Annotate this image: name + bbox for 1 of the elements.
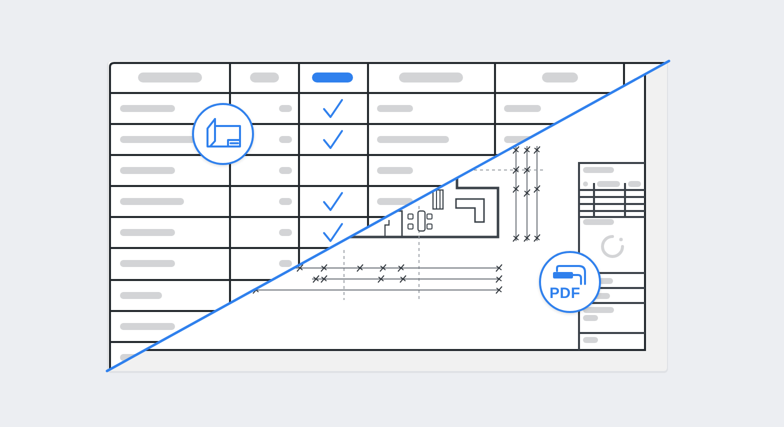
file-type-label: PDF [550,286,580,300]
